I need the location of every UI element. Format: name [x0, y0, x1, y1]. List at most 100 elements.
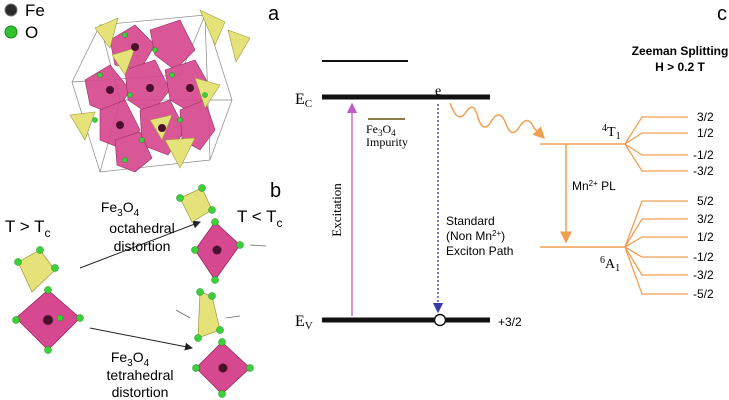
distortion-indicator — [249, 244, 267, 247]
non-mn-label: (Non Mn2+) — [446, 229, 505, 243]
conduction-band-label: EC — [295, 91, 312, 110]
oxygen-atom — [44, 286, 52, 294]
a1-level-label: 3/2 — [697, 212, 714, 226]
t1-level-label: 3/2 — [697, 110, 714, 124]
oxygen-atom — [169, 72, 175, 78]
oxygen-atom — [194, 334, 202, 342]
iron-atom — [218, 363, 228, 373]
octahedral-line2: distortion — [114, 238, 171, 254]
oxygen-atom — [152, 47, 158, 53]
a1-split-line — [624, 246, 688, 295]
impurity-label: Impurity — [366, 135, 408, 149]
impurity-formula: Fe3O4 — [366, 122, 396, 138]
panel-label-c: c — [717, 3, 727, 25]
oxygen-atom — [76, 314, 84, 322]
legend: Fe O — [4, 1, 45, 42]
t1-level-label: -1/2 — [693, 148, 714, 162]
temp-low-label: T < Tc — [237, 207, 283, 230]
panel-b: T > Tc T < Tc Fe3O4 octahedral distortio… — [5, 184, 283, 400]
iron-atom — [116, 121, 124, 129]
hole-spin-label: +3/2 — [498, 315, 522, 329]
oxygen-atom — [191, 246, 199, 254]
a1-split-line — [624, 246, 688, 276]
iron-atom — [43, 315, 53, 325]
oxygen-atom — [211, 218, 219, 226]
iron-atom — [212, 245, 222, 255]
arrow-to-tetrahedral — [89, 327, 193, 351]
oxygen-atom — [192, 364, 200, 372]
a1-split-line — [624, 218, 688, 248]
oxygen-atom — [92, 117, 98, 123]
standard-label: Standard — [446, 214, 495, 228]
arrow-to-octahedral — [79, 220, 201, 269]
oxygen-atom — [216, 326, 224, 334]
iron-atom — [146, 84, 154, 92]
zeeman-title: Zeeman Splitting — [632, 44, 729, 58]
oxygen-atom — [177, 117, 183, 123]
t1-split-line — [624, 132, 688, 145]
a1-level-label: -1/2 — [693, 250, 714, 264]
oxygen-atom — [211, 276, 219, 284]
tetrahedron — [94, 17, 119, 49]
oxygen-atom — [12, 316, 20, 324]
tetrahedral-line1: tetrahedral — [107, 367, 174, 383]
energy-transfer-wave — [449, 102, 546, 140]
tetrahedron — [199, 9, 226, 46]
oxygen-atom — [14, 258, 22, 266]
a1-split-line — [624, 236, 688, 248]
legend-label-fe: Fe — [25, 1, 45, 20]
temp-high-label: T > Tc — [5, 217, 51, 240]
octahedral-line1: octahedral — [109, 220, 174, 236]
t1-split-line — [624, 143, 688, 156]
panel-label-b: b — [270, 180, 281, 202]
oxygen-atom — [236, 241, 244, 249]
distortion-indicator — [225, 315, 241, 319]
zeeman-field: H > 0.2 T — [655, 60, 705, 74]
octahedron — [179, 99, 216, 151]
octahedral-formula: Fe3O4 — [101, 199, 140, 219]
t1-label: 4T1 — [602, 123, 621, 142]
oxygen-atom — [139, 137, 145, 143]
hole-marker — [433, 313, 447, 327]
tetrahedron — [69, 111, 96, 141]
t1-split-line — [624, 143, 688, 172]
oxygen-atom — [51, 264, 59, 272]
oxygen-atom — [176, 194, 184, 202]
t1-level-label: -3/2 — [693, 164, 714, 178]
oxygen-atom — [127, 92, 133, 98]
t1-level-label: 1/2 — [697, 126, 714, 140]
tetrahedron — [194, 77, 221, 109]
mn-pl-label: Mn2+ PL — [572, 179, 616, 193]
crystal-structure-image — [69, 9, 251, 173]
iron-atom — [158, 124, 166, 132]
distortion-indicator — [175, 309, 191, 319]
tetrahedral-formula: Fe3O4 — [111, 349, 150, 369]
tetrahedral-line2: distortion — [112, 384, 169, 400]
oxygen-atom — [208, 206, 216, 214]
oxygen-atom — [218, 390, 226, 398]
a1-label: 6A1 — [600, 255, 620, 274]
iron-atom — [131, 43, 139, 51]
a1-level-label: 5/2 — [697, 194, 714, 208]
tetrahedron — [227, 29, 251, 63]
t1-split-line — [624, 116, 688, 145]
panel-label-a: a — [268, 3, 280, 25]
oxygen-atom — [208, 292, 216, 300]
oxygen-atom — [44, 346, 52, 354]
a1-level-label: -3/2 — [693, 268, 714, 282]
a1-level-label: -5/2 — [693, 287, 714, 301]
oxygen-atom — [122, 157, 128, 163]
valence-band-label: EV — [295, 313, 313, 332]
exciton-path-label: Exciton Path — [446, 244, 513, 258]
oxygen-atom — [198, 184, 206, 192]
oxygen-atom — [246, 364, 254, 372]
oxygen-atom — [97, 72, 103, 78]
oxygen-atom — [196, 288, 204, 296]
iron-legend-marker — [4, 3, 18, 17]
oxygen-atom — [36, 246, 44, 254]
legend-label-o: O — [25, 23, 38, 42]
a1-level-label: 1/2 — [697, 230, 714, 244]
excitation-label: Excitation — [329, 183, 344, 237]
panel-c: EC EV +3/2 e Fe3O4 Impurity Excitation S… — [295, 44, 728, 332]
